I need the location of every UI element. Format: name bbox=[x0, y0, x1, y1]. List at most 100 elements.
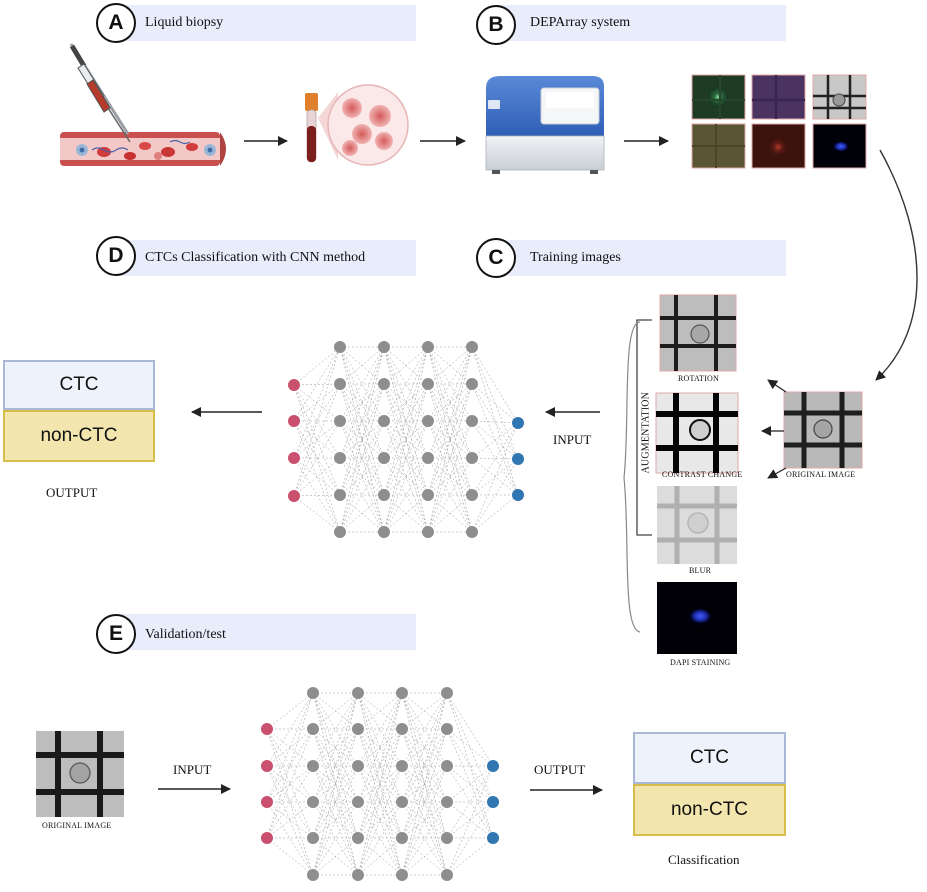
network-node bbox=[261, 723, 273, 735]
network-node bbox=[307, 723, 319, 735]
network-node bbox=[441, 687, 453, 699]
label-dapi-staining: DAPI STAINING bbox=[670, 658, 731, 667]
network-node bbox=[466, 341, 478, 353]
network-node bbox=[466, 489, 478, 501]
blood-tube-illustration bbox=[305, 84, 409, 166]
network-node bbox=[396, 760, 408, 772]
label-input-training: INPUT bbox=[553, 432, 592, 447]
network-node bbox=[466, 378, 478, 390]
panel-a-badge: A bbox=[96, 3, 136, 43]
panel-b-title: DEPArray system bbox=[530, 15, 631, 30]
panel-c-badge: C bbox=[476, 238, 516, 278]
label-contrast-change: CONTRAST CHANGE bbox=[662, 470, 743, 479]
label-rotation: ROTATION bbox=[678, 374, 719, 383]
blood-vessel-illustration bbox=[60, 132, 226, 166]
network-node bbox=[352, 869, 364, 881]
network-node bbox=[261, 832, 273, 844]
network-node bbox=[422, 452, 434, 464]
network-node bbox=[422, 415, 434, 427]
network-node bbox=[334, 526, 346, 538]
network-node bbox=[307, 796, 319, 808]
network-node bbox=[307, 832, 319, 844]
network-node bbox=[466, 526, 478, 538]
network-node bbox=[441, 869, 453, 881]
network-node bbox=[334, 415, 346, 427]
network-node bbox=[466, 452, 478, 464]
label-augmentation: AUGMENTATION bbox=[640, 391, 652, 474]
network-node bbox=[261, 760, 273, 772]
network-node bbox=[441, 832, 453, 844]
network-node bbox=[396, 687, 408, 699]
network-node bbox=[378, 415, 390, 427]
network-node bbox=[334, 489, 346, 501]
network-node bbox=[422, 489, 434, 501]
output-ctc-box: CTC bbox=[3, 360, 155, 410]
validation-non-ctc-box: non-CTC bbox=[633, 784, 786, 836]
panel-c-bar bbox=[500, 240, 786, 276]
network-node bbox=[396, 723, 408, 735]
network-node bbox=[487, 796, 499, 808]
network-node bbox=[352, 796, 364, 808]
training-image-stack bbox=[655, 294, 863, 654]
panel-e-badge: E bbox=[96, 614, 136, 654]
network-node bbox=[307, 687, 319, 699]
label-validation-input: INPUT bbox=[173, 762, 212, 777]
deparray-machine bbox=[485, 76, 605, 174]
network-node bbox=[334, 341, 346, 353]
network-node bbox=[396, 869, 408, 881]
network-node bbox=[378, 452, 390, 464]
network-node bbox=[512, 489, 524, 501]
network-node bbox=[288, 415, 300, 427]
syringe-illustration bbox=[69, 43, 131, 143]
panel-c-title: Training images bbox=[530, 250, 621, 265]
network-node bbox=[334, 452, 346, 464]
label-blur: BLUR bbox=[689, 566, 712, 575]
network-node bbox=[441, 760, 453, 772]
network-node bbox=[378, 489, 390, 501]
panel-e-title: Validation/test bbox=[145, 627, 226, 642]
network-node bbox=[307, 869, 319, 881]
network-node bbox=[288, 452, 300, 464]
network-node bbox=[487, 832, 499, 844]
network-node bbox=[288, 379, 300, 391]
network-node bbox=[378, 378, 390, 390]
validation-original-image bbox=[36, 731, 124, 817]
network-node bbox=[487, 760, 499, 772]
fluorescence-image-grid bbox=[691, 74, 867, 169]
input-brace bbox=[623, 321, 641, 633]
network-node bbox=[288, 490, 300, 502]
panel-d-badge: D bbox=[96, 236, 136, 276]
panel-b-bar bbox=[500, 5, 786, 41]
network-node bbox=[334, 378, 346, 390]
network-node bbox=[512, 453, 524, 465]
network-node bbox=[396, 796, 408, 808]
network-node bbox=[352, 832, 364, 844]
network-node bbox=[441, 723, 453, 735]
panel-d-title: CTCs Classification with CNN method bbox=[145, 250, 366, 265]
network-node bbox=[352, 687, 364, 699]
label-classification: Classification bbox=[668, 852, 740, 867]
panel-d-bar bbox=[118, 240, 416, 276]
panel-b-badge: B bbox=[476, 5, 516, 45]
network-node bbox=[307, 760, 319, 772]
network-node bbox=[378, 526, 390, 538]
network-node bbox=[512, 417, 524, 429]
network-node bbox=[352, 723, 364, 735]
network-node bbox=[422, 526, 434, 538]
network-node bbox=[441, 796, 453, 808]
cnn-network-training bbox=[288, 341, 524, 538]
panel-a-title: Liquid biopsy bbox=[145, 15, 224, 30]
panel-e-bar bbox=[118, 614, 416, 650]
label-original-image: ORIGINAL IMAGE bbox=[786, 470, 856, 479]
network-node bbox=[466, 415, 478, 427]
validation-ctc-box: CTC bbox=[633, 732, 786, 784]
network-node bbox=[261, 796, 273, 808]
label-validation-original-image: ORIGINAL IMAGE bbox=[42, 821, 112, 830]
panel-a-bar bbox=[118, 5, 416, 41]
network-node bbox=[396, 832, 408, 844]
label-validation-output: OUTPUT bbox=[534, 762, 586, 777]
network-node bbox=[422, 341, 434, 353]
network-node bbox=[352, 760, 364, 772]
label-output-training: OUTPUT bbox=[46, 485, 98, 500]
